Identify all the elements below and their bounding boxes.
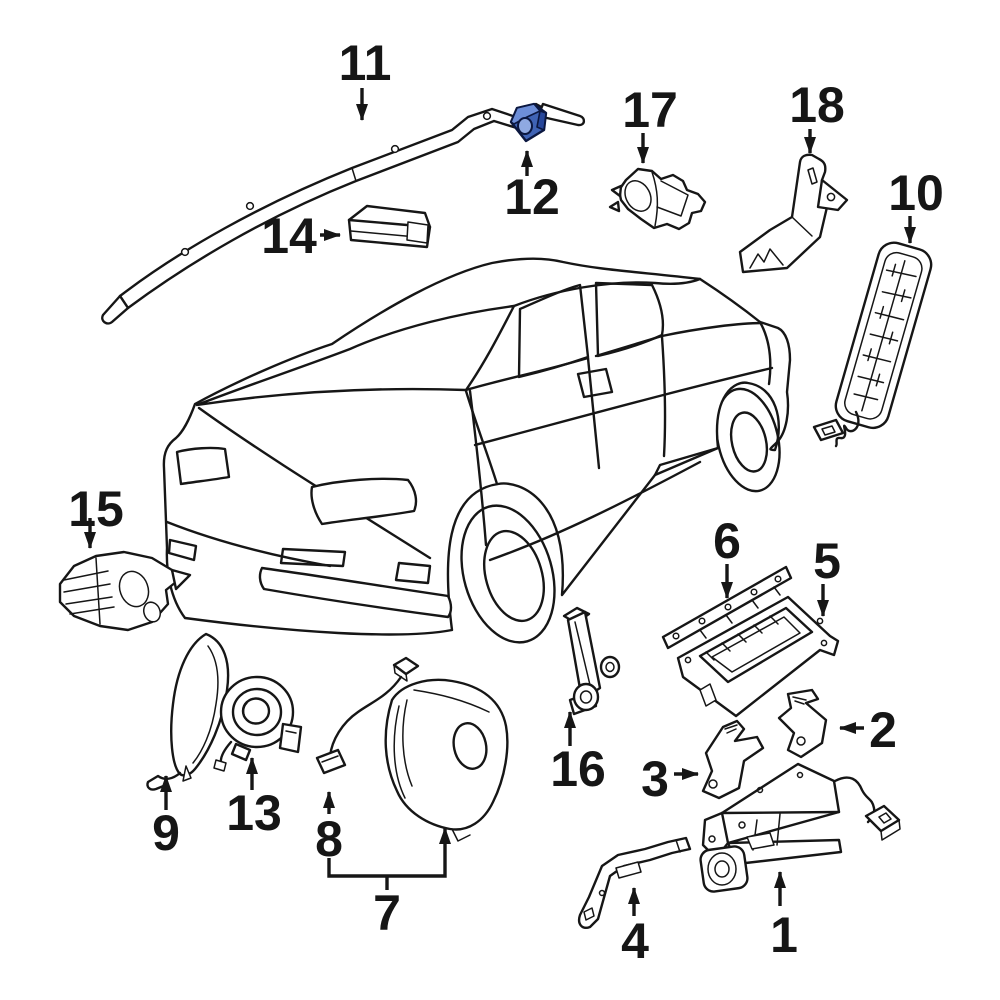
part-number-label-3: 3 — [641, 751, 669, 807]
part-15-sensor-assembly — [58, 550, 192, 632]
roof-rail-line — [512, 277, 702, 308]
horn-pad-emblem — [452, 722, 488, 770]
fender-line — [464, 389, 499, 486]
module-connector — [864, 804, 901, 833]
part-number-label-8: 8 — [315, 811, 343, 867]
lower-air-intake — [258, 566, 453, 619]
part-10-side-airbag — [812, 241, 933, 448]
side-airbag-wire — [834, 410, 860, 448]
part-number-label-13: 13 — [226, 785, 282, 841]
grille-slot — [279, 547, 347, 568]
car-drawing — [162, 257, 792, 644]
part-number-label-12: 12 — [504, 169, 560, 225]
part-4-mounting-bracket — [577, 836, 692, 929]
bumper-slot-right — [394, 561, 432, 585]
part-2-bracket — [777, 688, 828, 759]
part-number-label-2: 2 — [869, 702, 897, 758]
harness-connector-top — [392, 656, 420, 676]
part-number-label-16: 16 — [550, 741, 606, 797]
inflator-boss — [699, 845, 749, 893]
rear-wheel-rim — [729, 411, 769, 473]
part-13-clock-spring — [213, 675, 303, 772]
side-mirror — [576, 367, 614, 399]
side-airbag-connector — [812, 418, 845, 442]
hood-cut-line — [197, 406, 432, 560]
part-6-retainer-strip — [661, 565, 793, 650]
rail-end-tube-right — [536, 102, 586, 127]
b-pillar-seam — [586, 356, 601, 470]
part-number-label-1: 1 — [770, 907, 798, 963]
part-5-airbag-housing — [676, 595, 840, 718]
part-12-highlighted-nut — [509, 102, 548, 143]
rail-end-tube-left — [101, 294, 130, 325]
callout-arrow-7 — [327, 827, 451, 878]
part-number-label-15: 15 — [68, 481, 124, 537]
harness-connector-bottom — [315, 748, 347, 775]
lower-door-crease — [488, 460, 702, 562]
part-number-label-14: 14 — [261, 208, 317, 264]
front-wheel-rim — [483, 529, 545, 623]
part-14-control-module — [347, 204, 432, 249]
part-number-label-17: 17 — [622, 82, 678, 138]
part-number-label-9: 9 — [152, 805, 180, 861]
callout-labels: 1 2 3 4 5 6 7 8 9 10 11 12 13 14 15 16 1… — [68, 35, 944, 969]
part-number-label-10: 10 — [888, 165, 944, 221]
body-side-crease — [473, 366, 774, 447]
bracket-slot — [807, 167, 818, 185]
part-18-bracket — [738, 153, 849, 274]
harness-wire — [328, 675, 403, 758]
part-number-label-7: 7 — [373, 885, 401, 941]
part-7-driver-airbag — [384, 678, 509, 842]
part-number-label-5: 5 — [813, 533, 841, 589]
part-16-pillar-sensor — [562, 606, 621, 716]
part-number-label-11: 11 — [339, 35, 392, 91]
part-8-harness — [315, 656, 420, 775]
part-number-label-4: 4 — [621, 913, 649, 969]
beltline-rear — [594, 321, 764, 358]
headlight-left — [175, 446, 231, 486]
callout-arrows — [84, 88, 916, 916]
headlight-right — [310, 477, 418, 526]
part-17-impact-sensor — [608, 167, 707, 231]
bumper-slot-left — [167, 538, 198, 562]
beltline — [464, 356, 590, 392]
part-number-label-6: 6 — [713, 513, 741, 569]
part-1-passenger-airbag — [699, 762, 901, 893]
trunk-seam — [758, 320, 772, 386]
part-number-label-18: 18 — [789, 77, 845, 133]
rear-door-seam — [660, 335, 667, 458]
part-3-bracket — [701, 719, 765, 800]
bumper-seam — [165, 520, 332, 568]
rocker-line — [653, 446, 720, 477]
